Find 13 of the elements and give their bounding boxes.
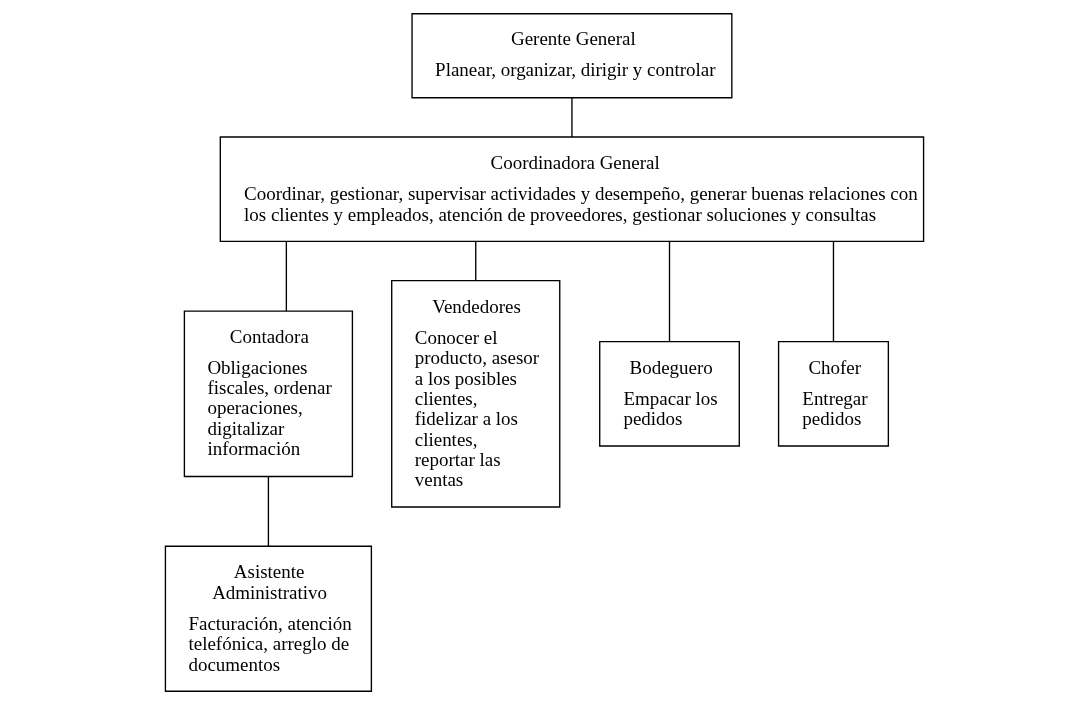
- connector: [832, 241, 834, 342]
- connector: [570, 97, 573, 138]
- connector: [285, 241, 287, 312]
- node-box: Contadora Obligaciones fiscales, ordenar operaciones, digitalizar información: [183, 310, 353, 478]
- node-box: Vendedores Conocer el producto, asesor a los posibles clientes, fidelizar a los clientes, reportar las ventas: [390, 280, 560, 508]
- node-box: Coordinadora General Coordinar, gestionar, supervisar actividades y desempeño, generar buenas relaciones con los clientes y empleados, atención de proveedores, gestionar soluciones y consultas: [219, 136, 924, 243]
- node-box: Bodeguero Empacar los pedidos: [598, 341, 740, 447]
- node-box: Chofer Entregar pedidos: [777, 341, 889, 447]
- connector: [668, 241, 670, 342]
- connector: [267, 476, 269, 547]
- connector: [474, 241, 476, 282]
- node-box: Asistente Administrativo Facturación, atención telefónica, arreglo de documentos: [164, 545, 372, 692]
- node-box: Gerente General Planear, organizar, dirigir y controlar: [410, 13, 732, 99]
